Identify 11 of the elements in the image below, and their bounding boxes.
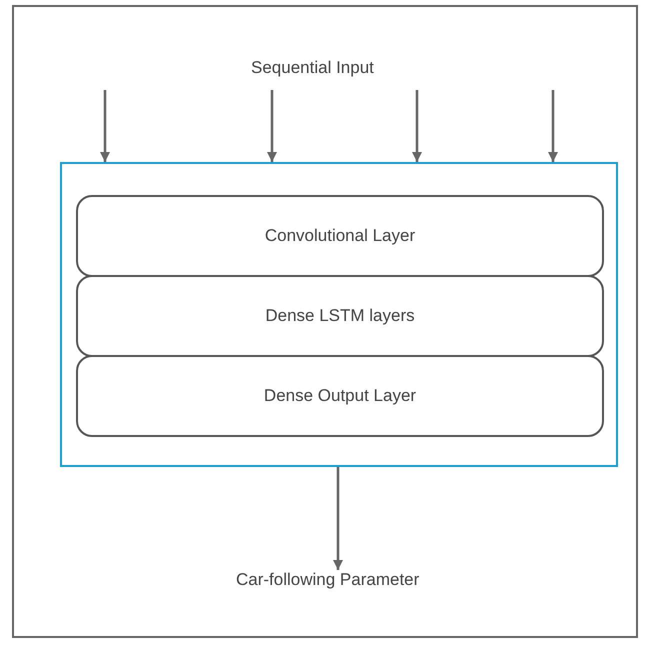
output-label: Car-following Parameter [236,570,420,590]
arrow [267,90,277,162]
layer-box: Dense LSTM layers [76,275,604,357]
arrow [333,467,343,570]
arrow [100,90,110,162]
layer-box: Dense Output Layer [76,355,604,437]
input-label: Sequential Input [251,58,374,78]
arrow [548,90,558,162]
layer-box: Convolutional Layer [76,195,604,277]
arrow [412,90,422,162]
model-container [60,162,618,467]
